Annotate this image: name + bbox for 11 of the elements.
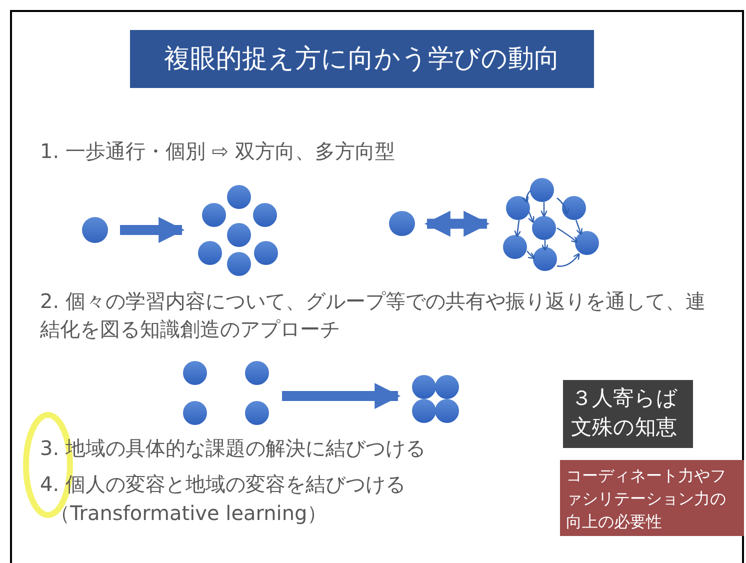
arrow xyxy=(120,217,185,243)
circle-group-drawing xyxy=(182,360,270,426)
title-banner: 複眼的捉え方に向かう学びの動向 xyxy=(130,30,594,88)
arrow xyxy=(282,383,401,409)
proverb-box: ３人寄らば文殊の知恵 xyxy=(563,380,693,448)
double-arrow xyxy=(424,210,490,237)
point-text: （Transformative learning） xyxy=(50,500,328,527)
point-text: 2. 個々の学習内容について、グループ等での共有や振り返りを通して、連結化を図る知識創造のアプローチ xyxy=(40,288,706,343)
circle-group-drawing xyxy=(410,373,462,425)
note-box: コーディネート力やファシリテーション力の向上の必要性 xyxy=(560,460,744,536)
point-text: 1. 一歩通行・個別 ⇨ 双方向、多方向型 xyxy=(40,138,396,165)
